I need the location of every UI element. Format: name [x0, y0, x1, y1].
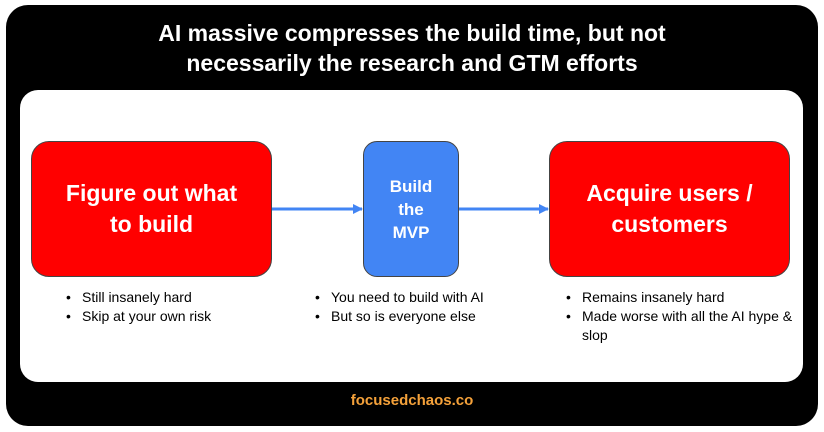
step-build-mvp-label-line-2: the: [398, 199, 424, 219]
step-figure-out-box: Figure out what to build: [31, 141, 272, 277]
step-acquire-users-label-line-2: customers: [611, 211, 728, 237]
bullet-item: Still insanely hard: [64, 288, 264, 307]
bullet-item: Skip at your own risk: [64, 307, 264, 326]
bullet-item: But so is everyone else: [313, 307, 533, 326]
footer-site-link[interactable]: focusedchaos.co: [350, 392, 474, 409]
step-acquire-users-label-line-1: Acquire users /: [586, 180, 753, 206]
title-line-1: AI massive compresses the build time, bu…: [158, 20, 666, 46]
bullet-item: You need to build with AI: [313, 288, 533, 307]
step-figure-out-bullets: Still insanely hard Skip at your own ris…: [64, 288, 264, 326]
step-figure-out-label-line-2: to build: [109, 211, 194, 237]
title-line-2: necessarily the research and GTM efforts: [186, 50, 638, 76]
step-build-mvp-label-line-1: Build: [389, 176, 433, 196]
bullet-item: Remains insanely hard: [564, 288, 794, 307]
step-build-mvp-label-line-3: MVP: [392, 222, 430, 242]
step-build-mvp-box: Build the MVP: [363, 141, 459, 277]
bullet-item: Made worse with all the AI hype & slop: [564, 307, 794, 345]
page-title: AI massive compresses the build time, bu…: [6, 18, 818, 78]
step-acquire-users-box: Acquire users / customers: [549, 141, 790, 277]
step-build-mvp-bullets: You need to build with AI But so is ever…: [313, 288, 533, 326]
step-acquire-users-bullets: Remains insanely hard Made worse with al…: [564, 288, 794, 345]
step-figure-out-label-line-1: Figure out what: [65, 180, 238, 206]
